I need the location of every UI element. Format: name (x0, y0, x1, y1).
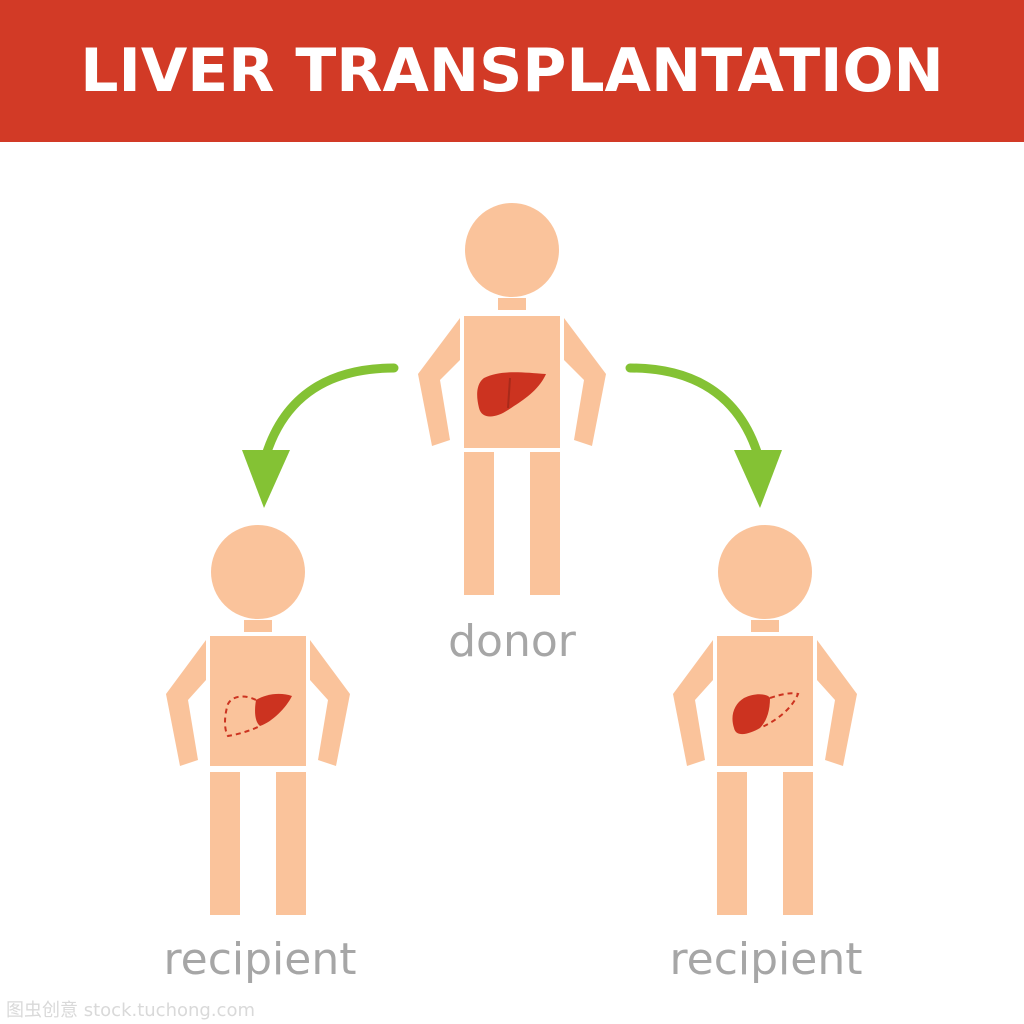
recipient-right-left-leg (717, 772, 747, 915)
donor-right-arm (564, 318, 606, 446)
recipient-left-head (211, 525, 305, 619)
recipient-left-left-leg (210, 772, 240, 915)
recipient-left-right-leg (276, 772, 306, 915)
recipient-right-head (718, 525, 812, 619)
donor-left-leg (464, 452, 494, 595)
title-banner (0, 0, 1024, 142)
recipient-left-left-arm (166, 640, 206, 766)
page-title: LIVER TRANSPLANTATION (80, 36, 944, 106)
donor-head (465, 203, 559, 297)
recipient-left-liver-icon (224, 693, 292, 738)
recipient-right-neck (751, 620, 779, 632)
recipient-right-right-arm (817, 640, 857, 766)
arrow-to-right-recipient-icon (625, 363, 782, 508)
recipient-left-neck (244, 620, 272, 632)
donor-figure (418, 203, 606, 595)
recipient-left-right-arm (310, 640, 350, 766)
donor-neck (498, 298, 526, 310)
recipient-right-right-leg (783, 772, 813, 915)
recipient-right-label: recipient (669, 934, 863, 985)
recipient-right-figure (673, 525, 857, 915)
recipient-left-figure (166, 525, 350, 915)
liver-icon (477, 372, 546, 417)
donor-label: donor (448, 616, 576, 667)
watermark: 图虫创意 stock.tuchong.com (6, 1000, 255, 1021)
recipient-left-label: recipient (163, 934, 357, 985)
recipient-right-liver-icon (732, 692, 800, 735)
donor-right-leg (530, 452, 560, 595)
donor-left-arm (418, 318, 460, 446)
arrow-to-left-recipient-icon (242, 363, 399, 508)
recipient-right-left-arm (673, 640, 713, 766)
